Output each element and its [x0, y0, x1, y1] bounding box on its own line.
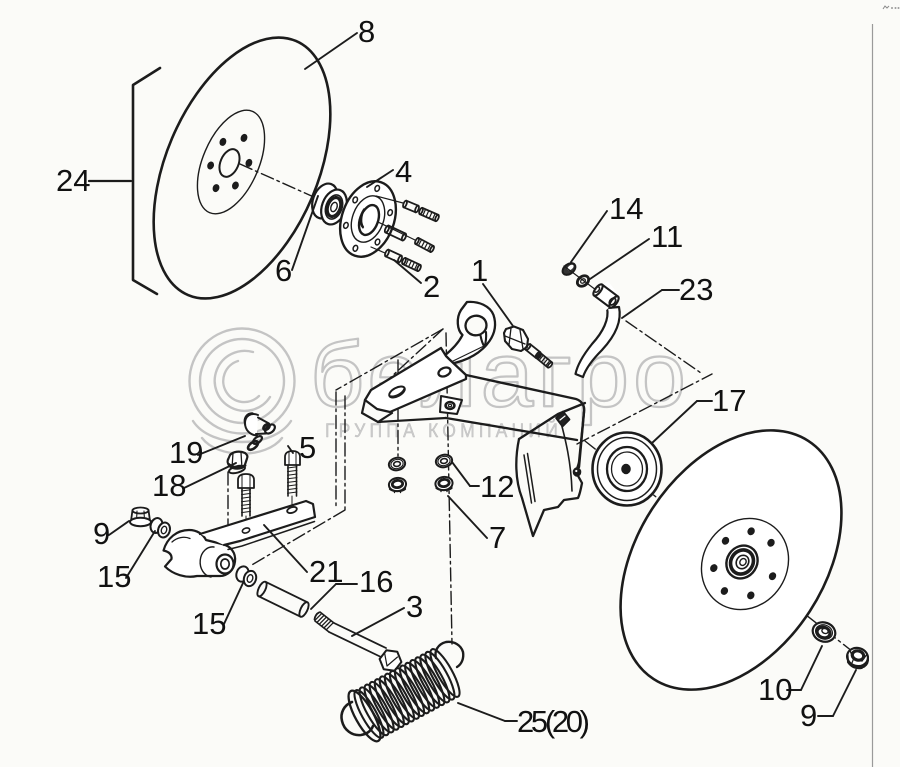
svg-text:16: 16: [359, 564, 393, 599]
svg-text:23: 23: [679, 272, 713, 307]
svg-text:белагро: белагро: [310, 324, 690, 426]
svg-text:17: 17: [712, 383, 746, 418]
svg-text:8: 8: [358, 14, 375, 49]
svg-text:18: 18: [152, 468, 186, 503]
svg-text:2: 2: [423, 269, 440, 304]
svg-text:ГРУППА КОМПАНИЙ: ГРУППА КОМПАНИЙ: [325, 420, 562, 442]
svg-text:3: 3: [406, 589, 423, 624]
svg-text:25(20): 25(20): [517, 704, 590, 739]
svg-text:12: 12: [480, 469, 514, 504]
svg-text:5: 5: [299, 430, 316, 465]
svg-text:11: 11: [651, 219, 683, 254]
svg-text:10: 10: [758, 672, 792, 707]
svg-text:6: 6: [275, 253, 292, 288]
svg-text:4: 4: [395, 154, 412, 189]
svg-text:1: 1: [471, 253, 488, 288]
svg-text:15: 15: [192, 606, 226, 641]
svg-text:9: 9: [800, 698, 817, 733]
svg-text:15: 15: [97, 559, 131, 594]
svg-text:14: 14: [609, 191, 643, 226]
svg-text:19: 19: [169, 435, 203, 470]
svg-text:9: 9: [93, 516, 110, 551]
svg-text:7: 7: [489, 520, 506, 555]
svg-text:21: 21: [309, 554, 343, 589]
svg-text:24: 24: [56, 163, 90, 198]
